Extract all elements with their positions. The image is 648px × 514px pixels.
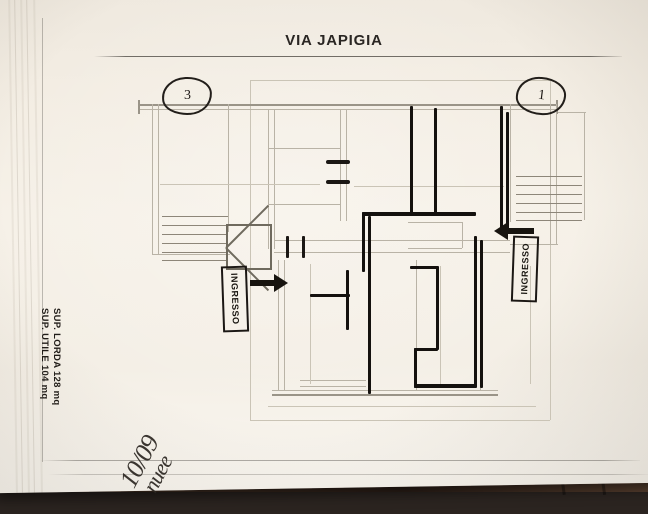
entrance-label-left: INGRESSO bbox=[221, 266, 249, 333]
construction-line bbox=[250, 420, 550, 421]
entrance-arrow-left bbox=[250, 274, 288, 292]
construction-line bbox=[250, 80, 550, 81]
traced-wall bbox=[346, 270, 349, 330]
door-symbol bbox=[286, 236, 289, 258]
entrance-label-left-text: INGRESSO bbox=[229, 273, 241, 325]
traced-wall bbox=[434, 108, 437, 216]
wall-bottom-outer-2 bbox=[272, 394, 498, 396]
surface-lorda: SUP. LORDA 128 mq bbox=[50, 308, 62, 406]
wall-left-outer bbox=[152, 104, 153, 254]
traced-wall bbox=[500, 106, 503, 230]
entrance-label-right-text: INGRESSO bbox=[519, 243, 531, 295]
construction-line bbox=[268, 406, 536, 407]
balcony-right-hatch bbox=[516, 176, 582, 220]
door-symbol bbox=[302, 236, 305, 258]
balcony-left-hatch bbox=[162, 216, 228, 260]
dimension-line bbox=[440, 266, 441, 384]
handwritten-annotation: 10/09 nuee bbox=[114, 382, 233, 514]
room-block-bottom bbox=[408, 248, 462, 249]
dimension-line bbox=[310, 264, 311, 384]
dimension-line bbox=[160, 184, 320, 185]
wall-right-outer-2 bbox=[556, 104, 557, 244]
wall-right-room-left bbox=[510, 104, 511, 222]
stairwell-shaft bbox=[226, 224, 272, 270]
wall-stub-left bbox=[138, 100, 140, 114]
traced-wall bbox=[310, 294, 350, 297]
ref-circle-3-label: 3 bbox=[184, 88, 191, 104]
traced-wall bbox=[414, 348, 417, 388]
wall-left-outer-2 bbox=[158, 104, 159, 254]
traced-wall bbox=[480, 240, 483, 388]
traced-wall bbox=[410, 266, 438, 269]
room-block-side bbox=[462, 222, 463, 248]
partition-upper-mid bbox=[268, 148, 340, 149]
balcony-right-top bbox=[558, 112, 586, 113]
traced-wall bbox=[414, 384, 476, 388]
wall-bottom-outer bbox=[272, 390, 498, 391]
sill-block-2 bbox=[300, 386, 366, 387]
room-block-top bbox=[408, 222, 462, 223]
traced-wall bbox=[410, 106, 413, 216]
partition-central-upper-2 bbox=[346, 109, 347, 221]
title-underline bbox=[94, 56, 622, 57]
page-title: VIA JAPIGIA bbox=[10, 32, 648, 49]
ref-circle-1: 1 bbox=[515, 75, 568, 116]
partition-central-upper bbox=[340, 109, 341, 221]
wall-right-outer bbox=[550, 104, 551, 244]
ref-circle-1-label: 1 bbox=[537, 88, 546, 105]
surface-area-note: SUP. LORDA 128 mq SUP. UTILE 104 mq bbox=[38, 308, 62, 406]
ref-circle-3: 3 bbox=[161, 76, 213, 117]
wall-left-room-right bbox=[228, 104, 229, 232]
door-symbol bbox=[326, 180, 350, 184]
traced-wall bbox=[414, 348, 438, 351]
surface-utile: SUP. UTILE 104 mq bbox=[38, 308, 50, 406]
traced-wall bbox=[474, 236, 477, 388]
dimension-line bbox=[354, 186, 504, 187]
traced-wall bbox=[506, 112, 509, 230]
balcony-right-edge bbox=[584, 112, 585, 220]
traced-wall bbox=[368, 216, 371, 394]
floor-plan-document: VIA JAPIGIA bbox=[10, 8, 648, 500]
traced-wall bbox=[362, 212, 365, 272]
partition-left-core-2 bbox=[274, 109, 275, 249]
door-symbol bbox=[326, 160, 350, 164]
traced-wall bbox=[436, 266, 439, 350]
traced-wall bbox=[362, 212, 476, 216]
entrance-label-right: INGRESSO bbox=[511, 236, 539, 303]
partition-upper-mid-2 bbox=[268, 204, 340, 205]
